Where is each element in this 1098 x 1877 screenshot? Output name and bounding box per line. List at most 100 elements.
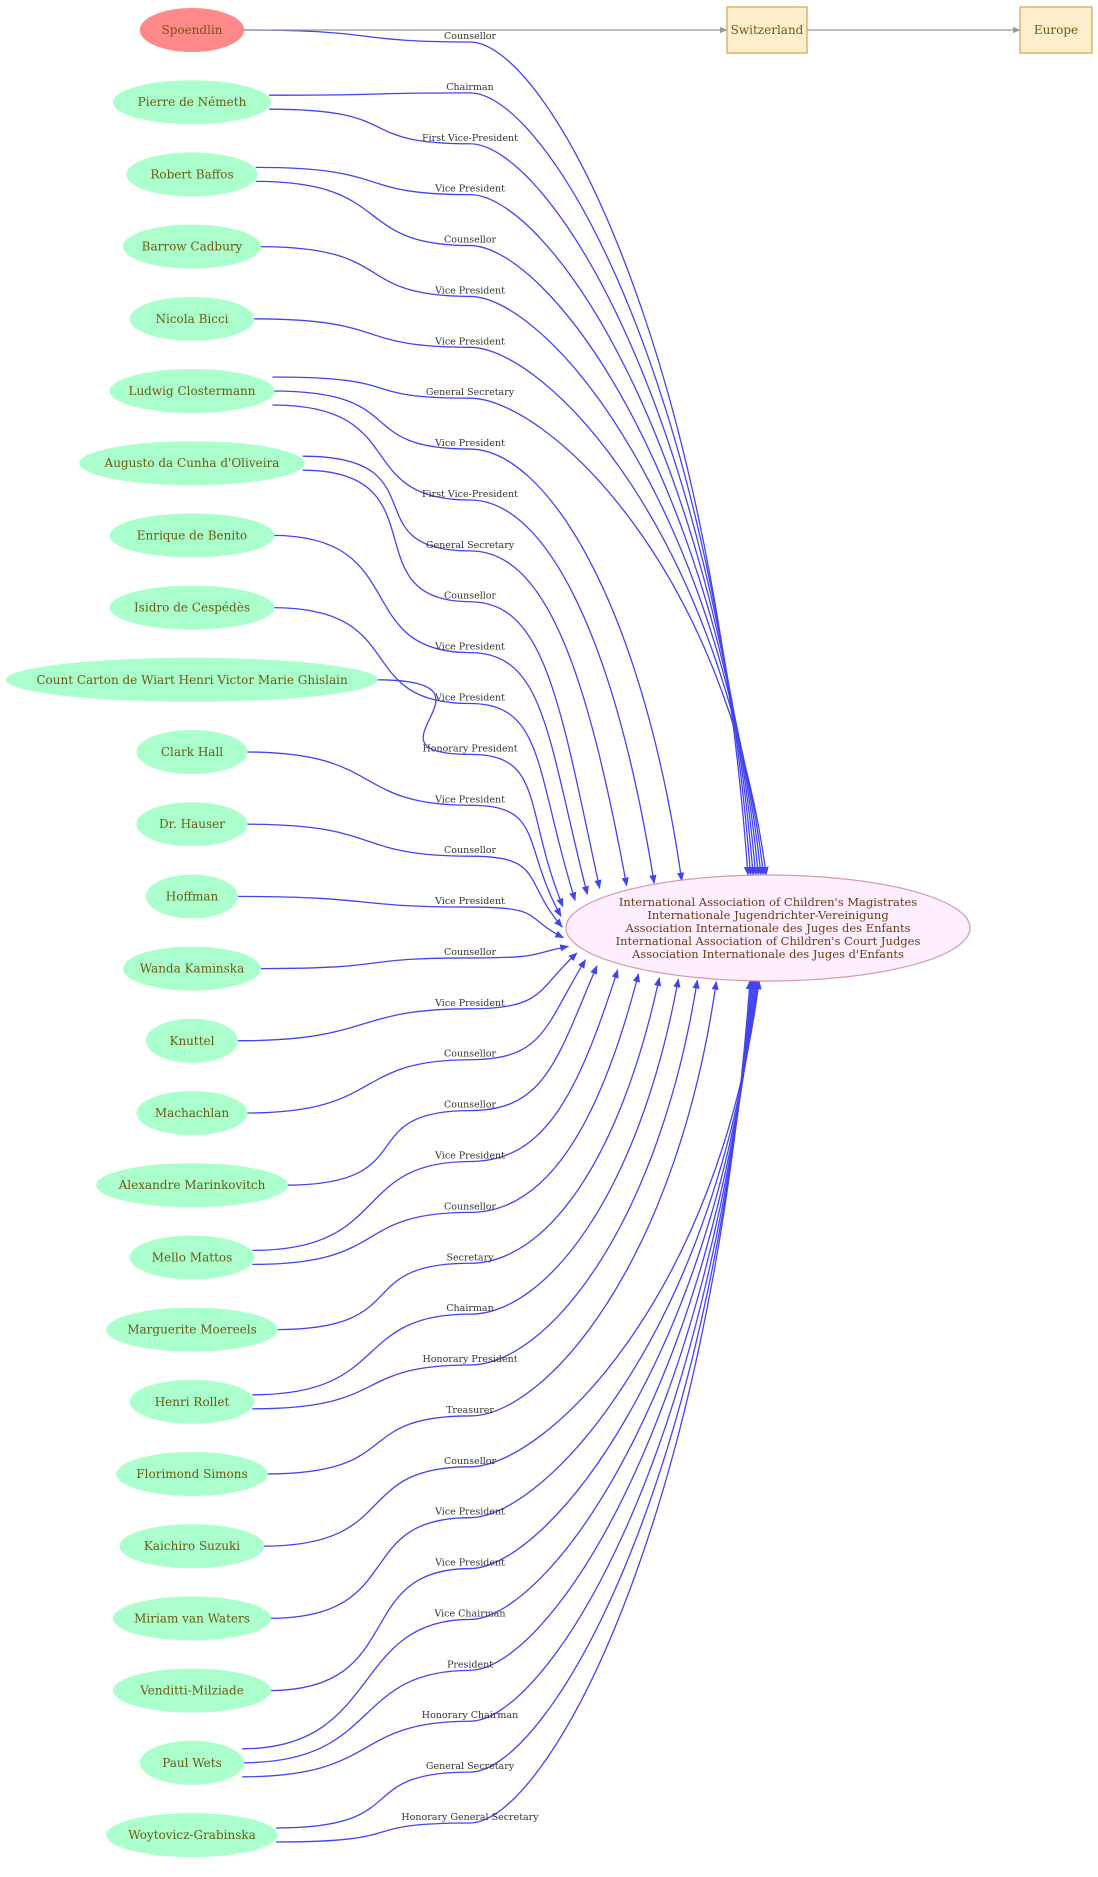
person-name: Hoffman	[166, 889, 219, 903]
edge-label-hoffman-0: Vice President	[434, 896, 505, 907]
person-node-machachlan[interactable]: Machachlan	[136, 1091, 248, 1135]
person-node-florimond-simons[interactable]: Florimond Simons	[116, 1452, 268, 1496]
edge-label-paul-wets-1: President	[447, 1659, 493, 1670]
person-node-shape	[146, 1018, 238, 1063]
edge-label-robert-baffos-1: Counsellor	[444, 235, 497, 246]
person-name: Mello Mattos	[152, 1250, 233, 1264]
edge-knuttel-0	[235, 952, 578, 1042]
person-node-shape	[79, 441, 305, 486]
organization-node[interactable]: International Association of Children's …	[565, 874, 971, 982]
person-node-clark-hall[interactable]: Clark Hall	[136, 730, 248, 774]
person-node-paul-wets[interactable]: Paul Wets	[139, 1740, 245, 1785]
person-name: Venditti-Milziade	[139, 1684, 244, 1698]
person-name: Florimond Simons	[136, 1467, 247, 1481]
edge-nicola-bicci-0	[252, 318, 767, 876]
edge-label-paul-wets-2: Honorary Chairman	[422, 1710, 518, 1721]
edge-label-henri-rollet-1: Honorary President	[422, 1354, 517, 1365]
edge-label-barrow-cadbury-0: Vice President	[434, 285, 505, 296]
person-name: Dr. Hauser	[159, 817, 225, 831]
person-node-ludwig-clostermann[interactable]: Ludwig Clostermann	[109, 369, 275, 413]
person-name: Enrique de Benito	[137, 528, 248, 542]
person-node-enrique-de-benito[interactable]: Enrique de Benito	[109, 513, 275, 558]
edge-venditti-milziade-0	[269, 980, 760, 1692]
person-node-hoffman[interactable]: Hoffman	[146, 874, 238, 919]
person-node-spoendlin[interactable]: Spoendlin	[139, 8, 245, 52]
person-node-shape	[106, 1813, 278, 1857]
person-node-woytovicz-grabinska[interactable]: Woytovicz-Grabinska	[106, 1813, 278, 1857]
person-name: Wanda Kaminska	[140, 962, 244, 976]
person-node-marguerite-moereels[interactable]: Marguerite Moereels	[106, 1307, 278, 1352]
person-node-pierre-de-nemeth[interactable]: Pierre de Németh	[112, 80, 272, 125]
location-node-europe[interactable]: Europe	[1019, 6, 1093, 54]
edge-label-enrique-de-benito-0: Vice President	[434, 642, 505, 653]
edge-dr-hauser-0	[245, 823, 563, 928]
person-node-shape	[139, 8, 245, 52]
person-node-shape	[146, 874, 238, 919]
person-node-shape	[116, 1452, 268, 1496]
edge-kaichiro-suzuki-0	[262, 980, 762, 1547]
edge-augusto-da-cunha-d-oliveira-0	[302, 455, 629, 887]
edge-ludwig-clostermann-0	[272, 376, 769, 876]
person-node-robert-baffos[interactable]: Robert Baffos	[126, 152, 258, 197]
edge-label-robert-baffos-0: Vice President	[434, 184, 505, 195]
edge-label-pierre-de-nemeth-1: First Vice-President	[422, 133, 518, 144]
edge-label-florimond-simons-0: Treasurer	[446, 1405, 494, 1416]
edge-label-knuttel-0: Vice President	[434, 998, 505, 1009]
person-node-shape	[96, 1163, 288, 1208]
person-name: Ludwig Clostermann	[128, 384, 255, 398]
person-node-henri-rollet[interactable]: Henri Rollet	[129, 1379, 255, 1424]
person-node-isidro-de-cespedes[interactable]: Isidro de Cespédès	[109, 585, 275, 630]
edge-pierre-de-nemeth-0	[269, 92, 754, 876]
person-node-kaichiro-suzuki[interactable]: Kaichiro Suzuki	[119, 1524, 265, 1569]
edge-paul-wets-1	[242, 980, 757, 1764]
edge-label-kaichiro-suzuki-0: Counsellor	[444, 1456, 497, 1467]
organization-name-line: Internationale Jugendrichter-Vereinigung	[647, 908, 889, 922]
organization-name-line: Association Internationale des Juges des…	[624, 921, 910, 935]
person-node-dr-hauser[interactable]: Dr. Hauser	[136, 802, 248, 847]
person-node-mello-mattos[interactable]: Mello Mattos	[129, 1235, 255, 1280]
person-node-shape	[139, 1740, 245, 1785]
edge-label-augusto-da-cunha-d-oliveira-1: Counsellor	[444, 591, 497, 602]
person-node-venditti-milziade[interactable]: Venditti-Milziade	[112, 1668, 272, 1713]
edge-label-miriam-van-waters-0: Vice President	[434, 1507, 505, 1518]
edge-enrique-de-benito-0	[272, 534, 589, 896]
person-name: Knuttel	[169, 1034, 214, 1048]
person-name: Clark Hall	[161, 745, 223, 759]
person-node-shape	[129, 1379, 255, 1424]
person-name: Robert Baffos	[150, 167, 233, 181]
person-node-wanda-kaminska[interactable]: Wanda Kaminska	[122, 946, 262, 991]
person-node-shape	[136, 730, 248, 774]
edge-wanda-kaminska-0	[259, 944, 570, 970]
person-node-knuttel[interactable]: Knuttel	[146, 1018, 238, 1063]
edge-label-ludwig-clostermann-1: Vice President	[434, 438, 505, 449]
location-name: Switzerland	[731, 23, 804, 37]
edge-label-spoendlin-0: Counsellor	[444, 31, 497, 42]
person-node-count-carton-de-wiart-henri-victor-marie-ghislain[interactable]: Count Carton de Wiart Henri Victor Marie…	[6, 657, 378, 702]
organization-name-line: Association Internationale des Juges d'E…	[631, 947, 904, 961]
person-name: Woytovicz-Grabinska	[128, 1828, 256, 1842]
person-node-nicola-bicci[interactable]: Nicola Bicci	[129, 296, 255, 341]
person-node-shape	[109, 369, 275, 413]
person-name: Barrow Cadbury	[142, 240, 243, 254]
location-node-switzerland[interactable]: Switzerland	[726, 6, 808, 54]
person-node-barrow-cadbury[interactable]: Barrow Cadbury	[122, 224, 262, 269]
person-node-shape	[109, 513, 275, 558]
person-name: Henri Rollet	[155, 1395, 230, 1409]
person-node-shape	[106, 1307, 278, 1352]
edge-ludwig-clostermann-2	[272, 404, 657, 885]
edge-label-nicola-bicci-0: Vice President	[434, 336, 505, 347]
edge-woytovicz-grabinska-0	[275, 980, 755, 1829]
edge-pierre-de-nemeth-1	[269, 108, 757, 876]
edge-label-augusto-da-cunha-d-oliveira-0: General Secretary	[426, 540, 515, 551]
edge-label-venditti-milziade-0: Vice President	[434, 1558, 505, 1569]
person-node-augusto-da-cunha-d-oliveira[interactable]: Augusto da Cunha d'Oliveira	[79, 441, 305, 486]
person-name: Augusto da Cunha d'Oliveira	[104, 456, 280, 470]
edge-mello-mattos-1	[252, 973, 640, 1266]
edge-label-henri-rollet-0: Chairman	[446, 1303, 493, 1314]
person-node-alexandre-marinkovitch[interactable]: Alexandre Marinkovitch	[96, 1163, 288, 1208]
person-name: Alexandre Marinkovitch	[118, 1178, 266, 1192]
edge-robert-baffos-0	[255, 166, 759, 876]
edge-spoendlin-0	[242, 29, 751, 876]
edge-label-machachlan-0: Counsellor	[444, 1049, 497, 1060]
person-node-miriam-van-waters[interactable]: Miriam van Waters	[112, 1596, 272, 1641]
